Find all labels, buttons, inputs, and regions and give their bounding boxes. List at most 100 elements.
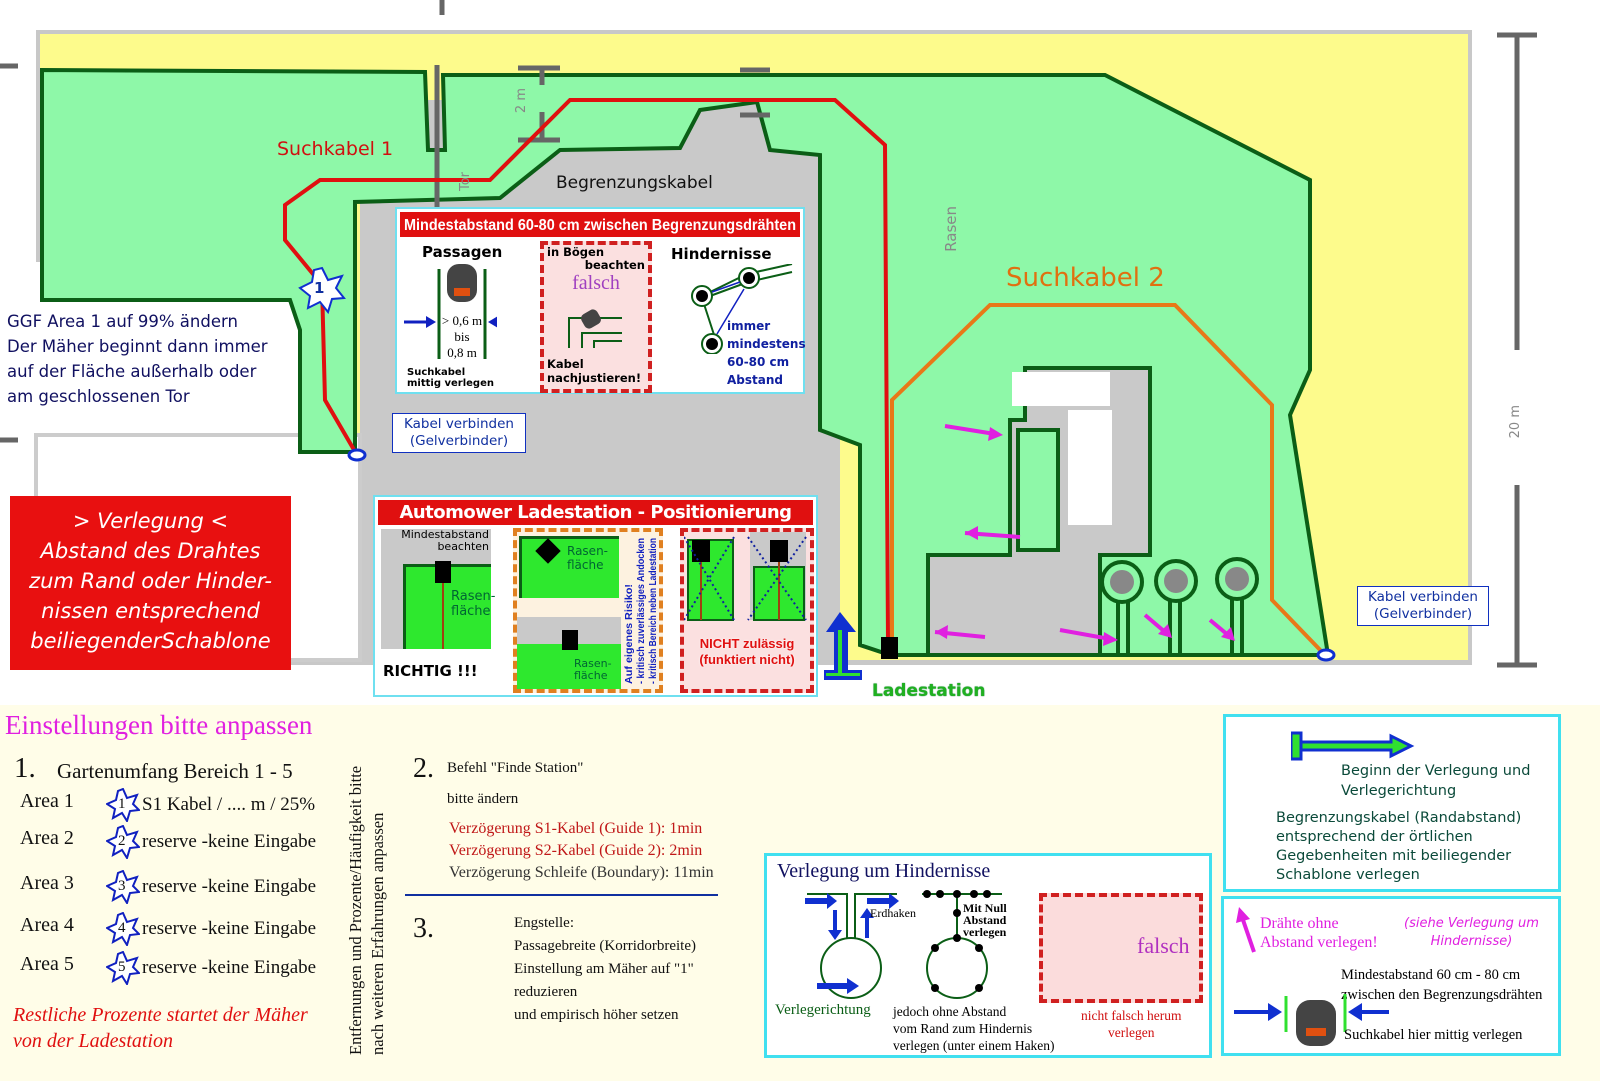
area-value: reserve -keine Eingabe [142,918,317,939]
obstacle-inner [1016,428,1060,552]
note-line: Abstand verlegen! [1260,934,1378,951]
note-line: fläche [574,669,608,682]
note-line: fläche [567,558,604,572]
area-star-number: 5 [118,959,126,975]
area-star-icon [106,825,140,859]
kabel-verbinden-label-2: Kabel verbinden(Gelverbinder) [1357,586,1489,626]
note-line: Verlegerichtung [1341,783,1457,799]
note-line: beachten [437,540,489,553]
section-2-number: 2. [413,753,434,784]
scale-2m-label: 2 m [514,88,529,114]
area-star-number: 3 [118,878,126,894]
note-line: Auf eigenes Risiko! [624,584,635,684]
conn-line: (Gelverbinder) [1373,606,1473,622]
note-line: von der Ladestation [13,1030,173,1052]
area-label: Area 3 [20,872,74,894]
note-line: Engstelle: [514,915,574,931]
note-line: Beginn der Verlegung und [1341,763,1531,779]
mindestabstand-panel: Mindestabstand 60-80 cm zwischen Begrenz… [395,207,806,394]
area-star-icon [106,870,140,904]
note-line: auf der Fläche außerhalb oder [7,362,257,381]
note-line: mittig verlegen [407,378,494,389]
vertical-note: Entfernungen und Prozente/Häufigkeit bit… [345,750,389,1055]
verlegung-line: beiliegenderSchablone [30,629,271,653]
settings-title: Einstellungen bitte anpassen [5,710,313,740]
nicht-zulaessig-box: NICHT zulässig(funktiert nicht) [680,528,814,693]
area-value: S1 Kabel / .... m / 25% [142,794,316,815]
shed-roof [1012,372,1110,406]
ladestation-title: Automower Ladestation - Positionierung [378,500,813,525]
rasenflaeche-label: Rasen-fläche [451,589,495,619]
divider [405,894,718,896]
verlegung-line: > Verlegung < [72,509,229,533]
area-label: Area 2 [20,827,74,849]
ladestation-panel: Automower Ladestation - Positionierung M… [373,495,818,697]
suchkabel-2-wire [890,303,1327,657]
note-line: - kritisch zuverlässiges Andocken [636,538,647,684]
area-value: reserve -keine Eingabe [142,876,317,897]
section-3-text: Engstelle: Passagebreite (Korridorbreite… [514,912,696,1027]
note-line: verlegen [1107,1025,1155,1040]
note-line: nach weiteren Erfahrungen anpassen [368,812,387,1055]
heading-line: beachten [584,258,645,272]
station-icon [562,630,578,650]
rasen-label: Rasen [942,206,960,252]
hindernisse-panel: Verlegung um Hindernisse Erdhaken Mit Nu… [764,853,1212,1058]
section-2-sub: bitte ändern [447,791,519,807]
area-star-icon [106,912,140,946]
charging-station [881,637,898,659]
verlegung-line: zum Rand oder Hinder- [29,569,272,593]
area-star-icon [106,951,140,985]
note-line: jedoch ohne Abstand [893,1004,1007,1019]
passagen-heading: Passagen [422,243,503,261]
boegen-heading: in Bögen beachten [544,245,648,273]
falsch-box: falsch [1039,893,1203,1003]
nicht-zulaessig-label: NICHT zulässig(funktiert nicht) [684,636,810,668]
scale-20m-label: 20 m [1508,405,1523,439]
magenta-arrow-icon [1236,907,1256,953]
dist-line: > 0,6 m [441,313,483,328]
passage-distance: > 0,6 m bis 0,8 m [437,313,487,361]
rasenflaeche-label: Rasen-fläche [567,544,608,572]
note-line: Der Mäher beginnt dann immer [7,337,268,356]
area-row: Area 3 3 reserve -keine Eingabe [20,870,350,908]
suchkabel-note: Suchkabel hier mittig verlegen [1344,1027,1523,1043]
area-star-icon [106,788,140,822]
suchkabel-2-label: Suchkabel 2 [1006,263,1165,293]
obstacle-distance-diagram [691,264,793,354]
area-value: reserve -keine Eingabe [142,831,317,852]
note-line: Schablone verlegen [1276,867,1420,883]
note-line: nachjustieren! [547,371,642,385]
note-line: Begrenzungskabel (Randabstand) [1276,810,1522,826]
delay-s1: Verzögerung S1-Kabel (Guide 1): 1min [449,820,703,837]
note-line: Rasen- [567,544,608,558]
note-line: mindestens [727,337,806,351]
note-line: Drähte ohne [1260,915,1339,932]
dist-line: 0,8 m [447,345,477,360]
kabel-verbinden-label-1: Kabel verbinden(Gelverbinder) [392,413,526,453]
note-line: 60-80 cm [727,355,790,369]
hindernisse-panel-title: Verlegung um Hindernisse [777,860,991,882]
ggf-note: GGF Area 1 auf 99% ändern Der Mäher begi… [7,309,268,409]
mower-passage-icon [1234,994,1389,1046]
begrenzungskabel-label: Begrenzungskabel [556,173,713,193]
note-line: Entfernungen und Prozente/Häufigkeit bit… [346,765,365,1055]
passage-diagram [404,264,497,359]
mindestabstand-title: Mindestabstand 60-80 cm zwischen Begrenz… [404,217,796,234]
delay-s2: Verzögerung S2-Kabel (Guide 2): 2min [449,842,703,859]
dist-line: bis [454,329,470,344]
note-line: fläche [451,604,491,619]
note-line: (siehe Verlegung um [1404,916,1539,931]
area-value: reserve -keine Eingabe [142,957,317,978]
tree-trunks [1110,567,1249,594]
note-line: zwischen den Begrenzungsdrähten [1341,987,1543,1003]
note-line: Mindestabstand 60 cm - 80 cm [1341,967,1521,983]
risiko-box: Rasen-fläche Rasen-fläche Auf eigenes Ri… [513,528,663,693]
